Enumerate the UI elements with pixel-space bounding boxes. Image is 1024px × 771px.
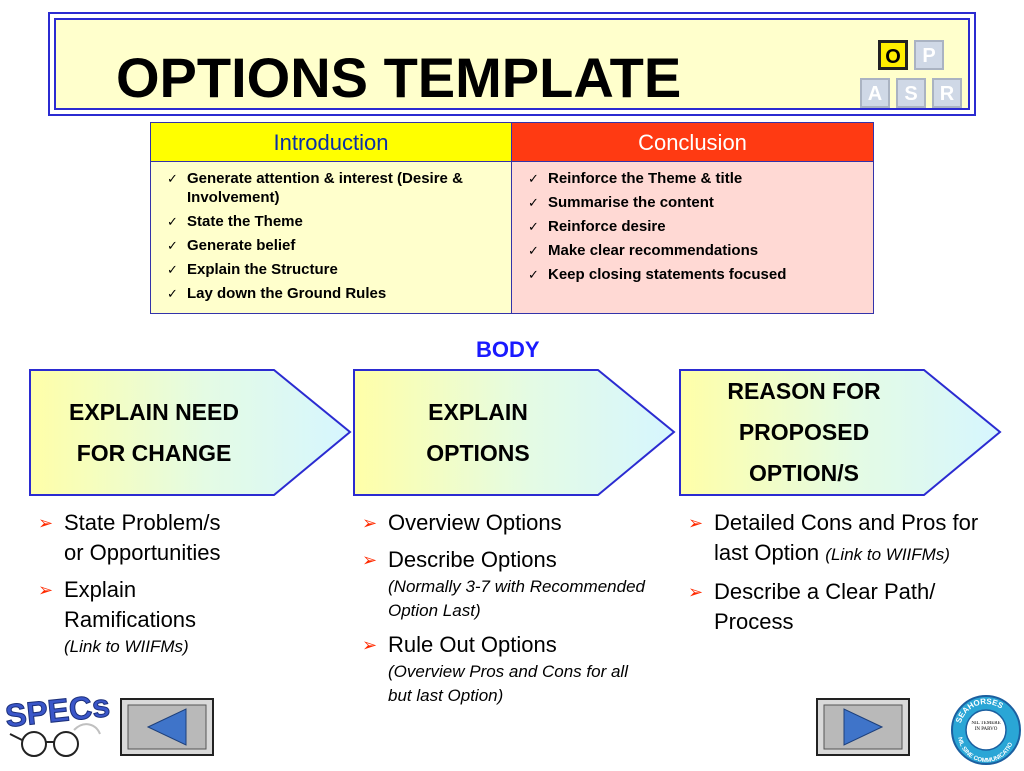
opasr-cube-o: O bbox=[878, 40, 908, 70]
arrow-bullet-icon: ➢ bbox=[362, 635, 378, 655]
list-item: ✓Generate belief bbox=[167, 237, 296, 254]
arrow-bullet-icon: ➢ bbox=[38, 580, 54, 600]
list-item: ➢Overview Options bbox=[360, 508, 660, 538]
reason-list: ➢Detailed Cons and Pros for last Option … bbox=[686, 508, 986, 644]
seahorses-seal-graphic: SEAHORSES NIL SINE COMMUNICATIO NIL TEME… bbox=[951, 695, 1021, 765]
opasr-cube-r: R bbox=[932, 78, 962, 108]
body-label: BODY bbox=[476, 337, 540, 362]
list-item: ✓Reinforce desire bbox=[528, 218, 666, 235]
arrow-bullet-icon: ➢ bbox=[688, 513, 704, 533]
list-item: ✓Generate attention & interest (Desire &… bbox=[167, 170, 463, 206]
need-for-change-list: ➢State Problem/s or Opportunities ➢Expla… bbox=[36, 508, 246, 666]
list-item: ✓Make clear recommendations bbox=[528, 242, 759, 259]
opasr-cube-a: A bbox=[860, 78, 890, 108]
list-item: ✓Explain the Structure bbox=[167, 261, 338, 278]
title-box: OPTIONS TEMPLATE O P A S R bbox=[48, 12, 976, 116]
explain-options-list: ➢Overview Options ➢Describe Options(Norm… bbox=[360, 508, 660, 715]
arrow-label: EXPLAIN OPTIONS bbox=[426, 399, 530, 466]
arrow-shape bbox=[353, 369, 676, 496]
previous-slide-button[interactable] bbox=[120, 698, 214, 756]
list-item: ✓Summarise the content bbox=[528, 194, 714, 211]
arrow-bullet-icon: ➢ bbox=[38, 513, 54, 533]
check-icon: ✓ bbox=[528, 243, 539, 258]
check-icon: ✓ bbox=[167, 214, 178, 229]
list-item: ➢Rule Out Options(Overview Pros and Cons… bbox=[362, 632, 628, 705]
check-icon: ✓ bbox=[528, 171, 539, 186]
list-item: ➢State Problem/s or Opportunities bbox=[38, 510, 221, 565]
arrow-shape bbox=[679, 369, 1002, 496]
check-icon: ✓ bbox=[167, 171, 178, 186]
list-item: ✓Reinforce the Theme & title bbox=[528, 170, 743, 187]
check-icon: ✓ bbox=[528, 219, 539, 234]
body-step-explain-need: EXPLAIN NEED FOR CHANGE bbox=[28, 368, 354, 498]
next-slide-button[interactable] bbox=[816, 698, 910, 756]
specs-logo: SPECs bbox=[3, 687, 114, 762]
list-item: ✓Keep closing statements focused bbox=[528, 266, 787, 283]
body-step-reason: REASON FOR PROPOSED OPTION/S bbox=[678, 368, 1004, 498]
opasr-cube-s: S bbox=[896, 78, 926, 108]
check-icon: ✓ bbox=[167, 286, 178, 301]
arrow-label: REASON FOR PROPOSED OPTION/S bbox=[727, 378, 881, 486]
title-panel: OPTIONS TEMPLATE O P A S R bbox=[54, 18, 970, 110]
list-item: ✓State the Theme bbox=[167, 213, 303, 230]
list-item: ➢Describe Options(Normally 3-7 with Reco… bbox=[362, 547, 645, 620]
check-icon: ✓ bbox=[167, 238, 178, 253]
introduction-cell: ✓Generate attention & interest (Desire &… bbox=[151, 161, 512, 313]
seahorses-seal: SEAHORSES NIL SINE COMMUNICATIO NIL TEME… bbox=[950, 694, 1022, 766]
check-icon: ✓ bbox=[167, 262, 178, 277]
intro-conclusion-table: Introduction Conclusion ✓Generate attent… bbox=[150, 122, 874, 314]
arrow-bullet-icon: ➢ bbox=[688, 582, 704, 602]
conclusion-cell: ✓Reinforce the Theme & title ✓Summarise … bbox=[512, 161, 873, 313]
check-icon: ✓ bbox=[528, 267, 539, 282]
introduction-header: Introduction bbox=[151, 123, 512, 161]
conclusion-header: Conclusion bbox=[512, 123, 873, 161]
check-icon: ✓ bbox=[528, 195, 539, 210]
previous-slide-icon bbox=[127, 704, 207, 750]
opasr-cube-p: P bbox=[914, 40, 944, 70]
body-step-explain-options: EXPLAIN OPTIONS bbox=[352, 368, 678, 498]
list-item: ✓Lay down the Ground Rules bbox=[167, 285, 387, 302]
page-title: OPTIONS TEMPLATE bbox=[116, 46, 682, 109]
arrow-label: EXPLAIN NEED FOR CHANGE bbox=[69, 399, 239, 466]
specs-logo-graphic: SPECs bbox=[3, 687, 112, 757]
list-item: ➢Describe a Clear Path/ Process bbox=[688, 579, 936, 634]
introduction-list: ✓Generate attention & interest (Desire &… bbox=[151, 162, 511, 303]
list-item: ➢Explain Ramifications(Link to WIIFMs) bbox=[38, 577, 197, 656]
arrow-bullet-icon: ➢ bbox=[362, 550, 378, 570]
arrow-bullet-icon: ➢ bbox=[362, 513, 378, 533]
next-slide-icon bbox=[823, 704, 903, 750]
conclusion-list: ✓Reinforce the Theme & title ✓Summarise … bbox=[512, 162, 873, 284]
list-item: ➢Detailed Cons and Pros for last Option … bbox=[688, 510, 979, 565]
arrow-shape bbox=[29, 369, 352, 496]
